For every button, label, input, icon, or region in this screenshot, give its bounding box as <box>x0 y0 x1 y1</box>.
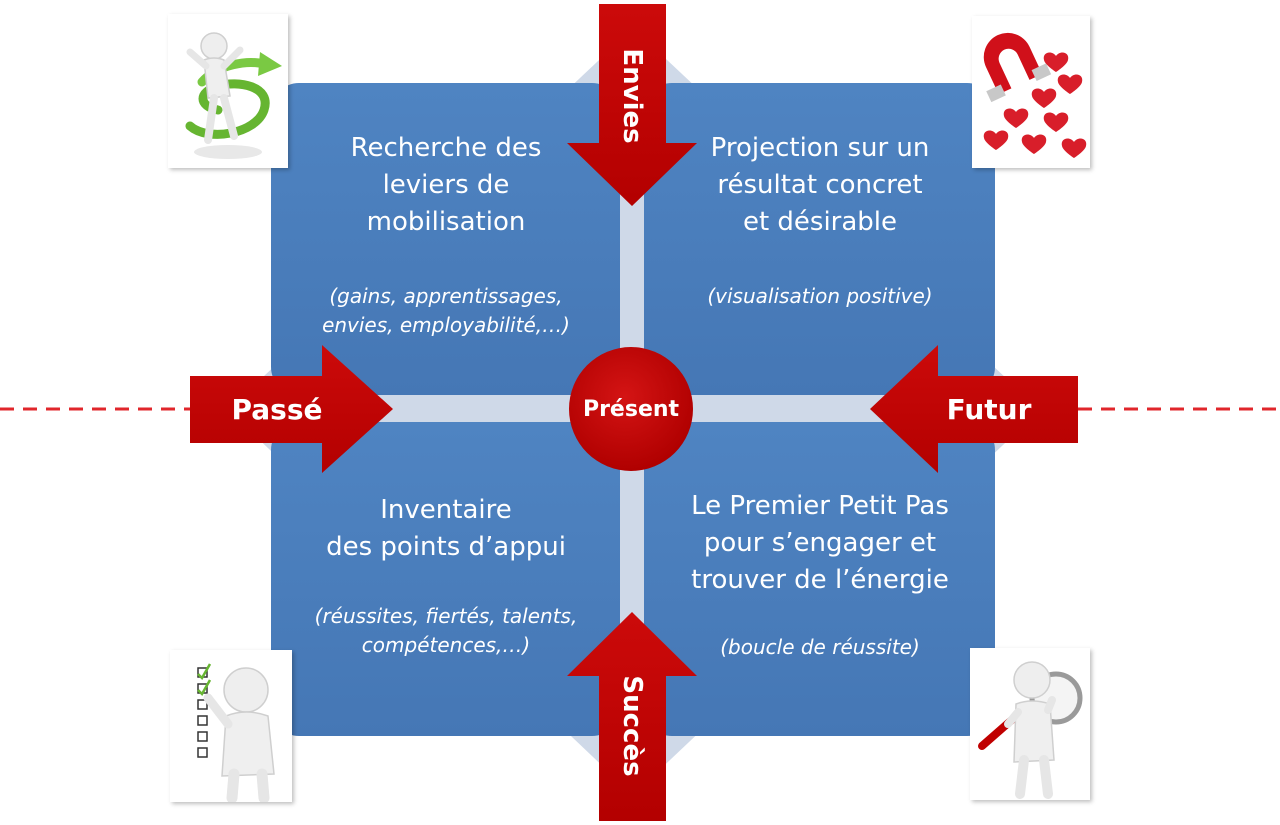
title-line: Projection sur un <box>710 133 930 163</box>
title-line: leviers de <box>382 170 510 200</box>
title-line: Recherche des <box>350 133 542 163</box>
quadrant-top-right-title: Projection sur un résultat concret et dé… <box>660 130 980 241</box>
quadrant-bottom-right-text: Le Premier Petit Pas pour s’engager et t… <box>660 488 980 662</box>
arrow-bottom-label: Succès <box>617 675 647 777</box>
title-line: et désirable <box>742 207 898 237</box>
arrow-left-label: Passé <box>231 393 323 426</box>
person-with-magnifier-icon <box>970 648 1090 800</box>
arrow-bottom-up <box>567 612 697 821</box>
person-climbing-arrow-icon <box>168 14 288 168</box>
quadrant-top-left-text: Recherche des leviers de mobilisation (g… <box>285 130 607 340</box>
subtitle-line: (visualisation positive) <box>707 284 933 308</box>
quadrant-bottom-right-title: Le Premier Petit Pas pour s’engager et t… <box>660 488 980 599</box>
center-circle <box>569 347 693 471</box>
quadrant-top-right <box>644 83 995 395</box>
quadrant-bottom-left-subtitle: (réussites, fiertés, talents, compétence… <box>285 602 607 660</box>
title-line: pour s’engager et <box>703 528 937 558</box>
title-line: des points d’appui <box>326 532 566 562</box>
quadrant-top-right-subtitle: (visualisation positive) <box>660 282 980 311</box>
title-line: résultat concret <box>717 170 923 200</box>
arrow-top-label: Envies <box>617 48 647 144</box>
quadrant-top-right-text: Projection sur un résultat concret et dé… <box>660 130 980 311</box>
magnet-attracting-hearts-icon <box>972 16 1090 168</box>
title-line: Inventaire <box>380 495 512 525</box>
subtitle-line: envies, employabilité,…) <box>322 313 570 337</box>
quadrant-top-left-subtitle: (gains, apprentissages, envies, employab… <box>285 282 607 340</box>
subtitle-line: compétences,…) <box>361 633 531 657</box>
quadrant-bottom-right <box>644 422 995 736</box>
quadrant-bottom-left <box>271 422 620 736</box>
title-line: Le Premier Petit Pas <box>691 491 949 521</box>
quadrant-bottom-left-text: Inventaire des points d’appui (réussites… <box>285 492 607 660</box>
quadrant-bottom-right-subtitle: (boucle de réussite) <box>660 633 980 662</box>
subtitle-line: (gains, apprentissages, <box>329 284 563 308</box>
quadrant-bottom-left-title: Inventaire des points d’appui <box>285 492 607 566</box>
subtitle-line: (boucle de réussite) <box>720 635 920 659</box>
subtitle-line: (réussites, fiertés, talents, <box>314 604 578 628</box>
arrow-right-left <box>870 345 1078 473</box>
arrow-left-right <box>190 345 393 473</box>
quadrant-top-left <box>271 83 620 395</box>
arrow-right-label: Futur <box>946 393 1032 426</box>
title-line: mobilisation <box>366 207 526 237</box>
center-label: Présent <box>582 397 680 422</box>
person-with-checklist-icon <box>170 650 292 802</box>
quadrant-top-left-title: Recherche des leviers de mobilisation <box>285 130 607 241</box>
arrow-top-down <box>567 4 697 206</box>
title-line: trouver de l’énergie <box>691 565 949 595</box>
